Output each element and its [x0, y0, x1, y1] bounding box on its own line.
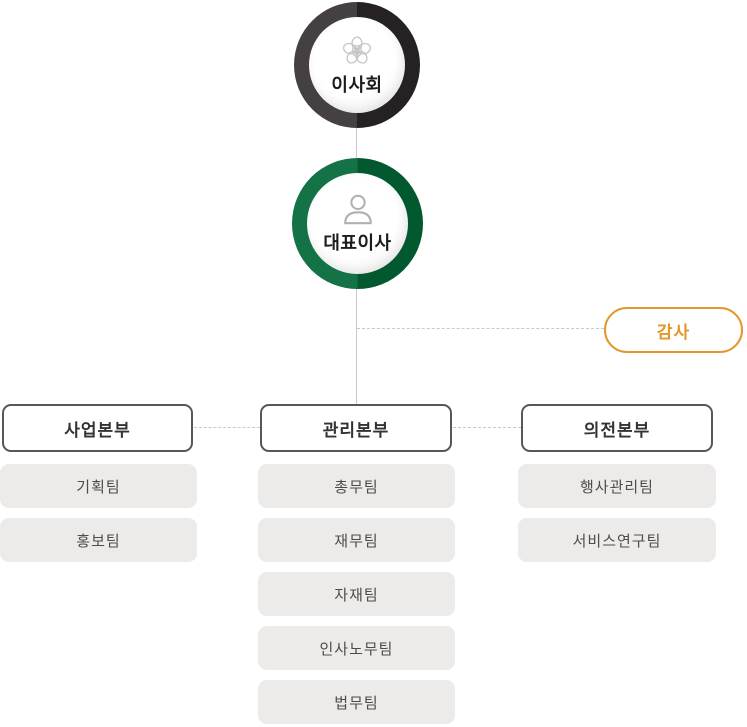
node-board-label: 이사회: [331, 74, 383, 95]
team-box: 자재팀: [258, 572, 455, 616]
team-box: 홍보팀: [0, 518, 197, 562]
team-label: 행사관리팀: [579, 478, 654, 496]
connector-dashed-division2-division3: [453, 427, 521, 428]
connector-board-to-ceo: [356, 127, 357, 159]
team-label: 법무팀: [334, 694, 379, 712]
team-box: 행사관리팀: [518, 464, 716, 508]
team-column-protocol: 행사관리팀 서비스연구팀: [518, 464, 716, 562]
node-board: 이사회: [294, 2, 420, 128]
node-auditor: 감사: [604, 307, 743, 353]
team-label: 인사노무팀: [319, 640, 394, 658]
division-business-label: 사업본부: [64, 420, 131, 440]
team-label: 재무팀: [334, 532, 379, 550]
division-protocol-label: 의전본부: [583, 420, 651, 440]
connector-dashed-division1-division2: [194, 427, 260, 428]
division-protocol: 의전본부: [521, 404, 713, 452]
person-icon: [339, 192, 377, 226]
team-box: 법무팀: [258, 680, 455, 724]
node-ceo-label: 대표이사: [323, 233, 392, 253]
team-label: 홍보팀: [76, 532, 121, 550]
team-box: 기획팀: [0, 464, 197, 508]
division-business: 사업본부: [2, 404, 193, 452]
team-box: 서비스연구팀: [518, 518, 716, 562]
division-management: 관리본부: [260, 404, 452, 452]
team-box: 재무팀: [258, 518, 455, 562]
team-label: 서비스연구팀: [572, 532, 662, 550]
team-column-management: 총무팀 재무팀 자재팀 인사노무팀 법무팀: [258, 464, 455, 724]
team-box: 총무팀: [258, 464, 455, 508]
node-ceo: 대표이사: [292, 158, 423, 289]
node-board-inner: 이사회: [309, 17, 405, 113]
team-label: 자재팀: [334, 586, 379, 604]
team-label: 기획팀: [76, 478, 121, 496]
team-column-business: 기획팀 홍보팀: [0, 464, 197, 562]
node-ceo-inner: 대표이사: [307, 173, 408, 274]
connector-ceo-to-division: [356, 288, 357, 405]
node-auditor-label: 감사: [656, 322, 691, 342]
connector-dashed-to-auditor: [357, 328, 604, 329]
emblem-flower-icon: [339, 34, 375, 68]
team-box: 인사노무팀: [258, 626, 455, 670]
division-management-label: 관리본부: [322, 420, 390, 440]
team-label: 총무팀: [334, 478, 379, 496]
